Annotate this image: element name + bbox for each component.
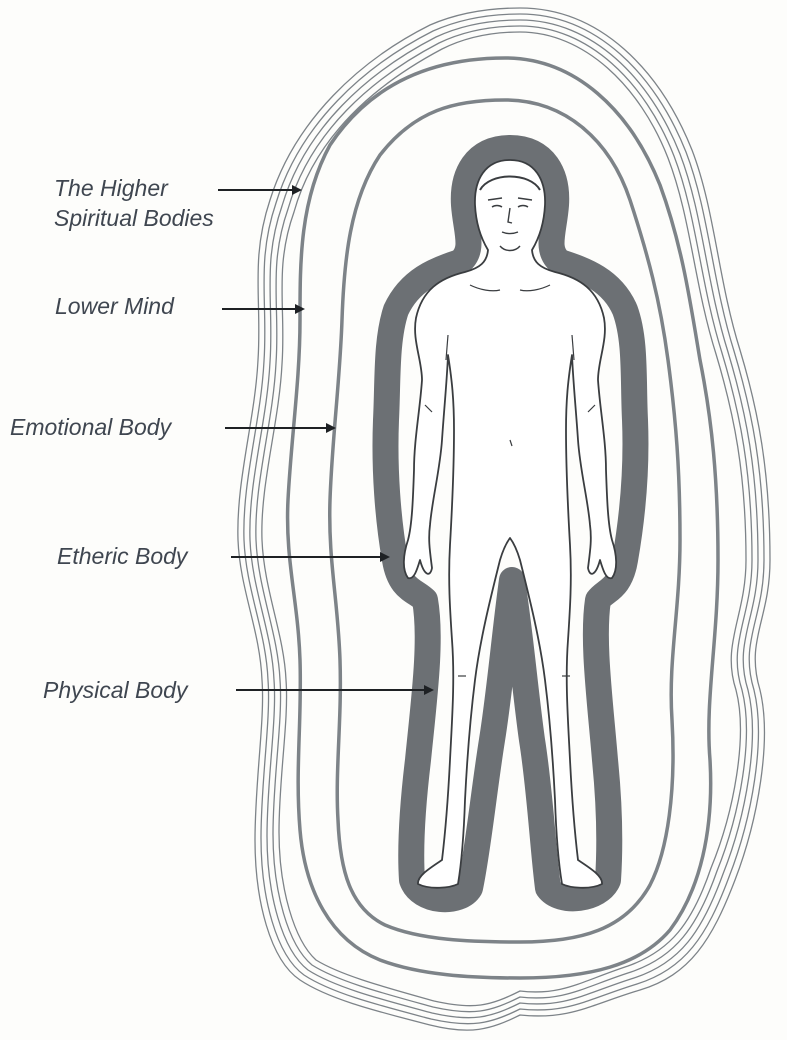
label-emotional-body: Emotional Body [10,412,171,442]
label-physical-body: Physical Body [43,675,187,705]
label-higher-spiritual-line2: Spiritual Bodies [54,203,214,233]
label-higher-spiritual-bodies: The Higher Spiritual Bodies [54,173,214,233]
label-lower-mind: Lower Mind [55,291,174,321]
label-etheric-body: Etheric Body [57,541,187,571]
label-arrows [218,190,432,690]
label-higher-spiritual-line1: The Higher [54,173,214,203]
